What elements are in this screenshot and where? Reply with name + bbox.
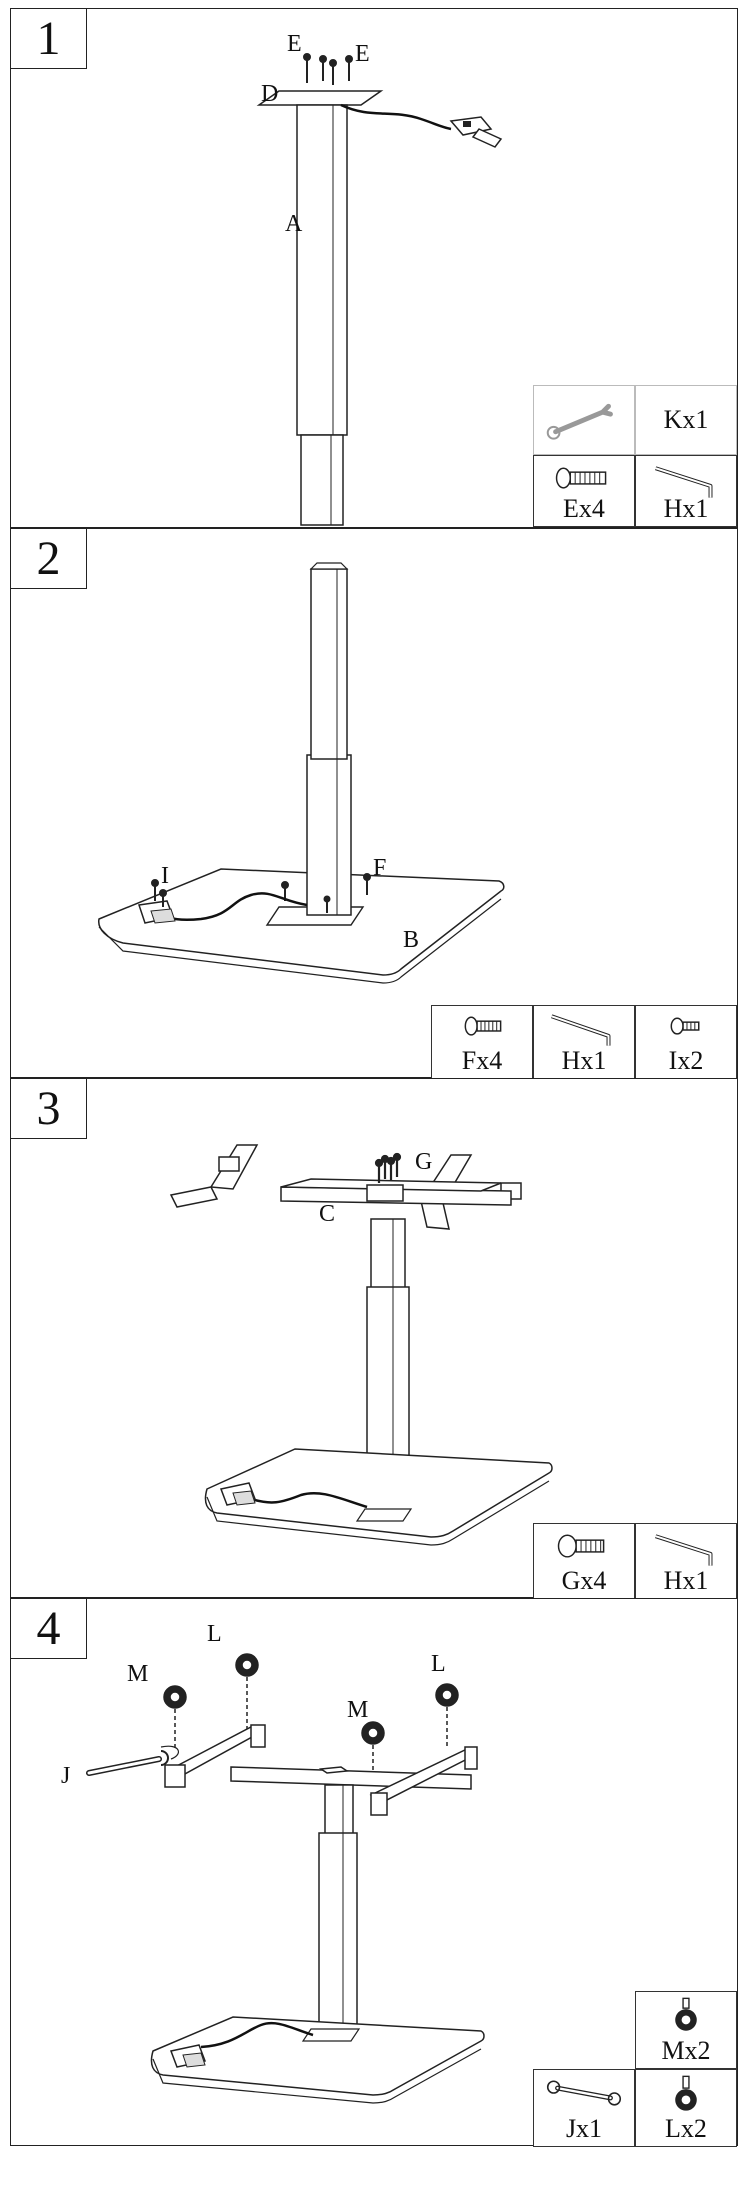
column-lower (300, 434, 344, 526)
parts-list: Fx4 Hx1 Ix2 (431, 1005, 737, 1079)
caster-wheel-icon (163, 1653, 459, 1775)
part-label: Hx1 (561, 1046, 607, 1075)
wrench-icon (546, 403, 613, 440)
label-b: B (403, 927, 419, 953)
label-j: J (61, 1763, 70, 1789)
label-m-right: M (347, 1697, 368, 1723)
part-cell: Hx1 (533, 1005, 635, 1079)
label-g: G (415, 1149, 432, 1175)
caster-wheel-icon (675, 1997, 697, 2031)
step-1-illustration: E E D A (256, 31, 503, 526)
mounting-plate (256, 90, 384, 106)
label-l-left: L (207, 1621, 222, 1647)
step-4-panel: 4 (10, 1598, 738, 2147)
column-lower (306, 754, 352, 916)
part-label: Mx2 (661, 2036, 711, 2065)
part-cell: Ex4 (533, 455, 635, 527)
crossbar (164, 1724, 478, 1816)
cable (340, 103, 452, 131)
part-label: Ex4 (563, 494, 605, 523)
part-cell: Fx4 (431, 1005, 533, 1079)
label-l-right: L (431, 1651, 446, 1677)
label-e-right: E (355, 41, 370, 67)
part-cell (533, 385, 635, 455)
column-upper (310, 568, 348, 760)
screws (281, 873, 371, 913)
part-cell: Kx1 (635, 385, 737, 455)
part-label: Hx1 (663, 1566, 709, 1595)
label-f: F (373, 855, 386, 881)
column-upper (296, 104, 348, 436)
caster-wheel-icon (675, 2075, 697, 2111)
parts-spacer (533, 1991, 635, 2069)
label-c: C (319, 1201, 335, 1227)
cable (160, 892, 308, 922)
cable (250, 1491, 368, 1509)
wrench-icon (546, 2080, 622, 2106)
part-label: Fx4 (461, 1046, 503, 1075)
step-2-panel: 2 I F B (10, 528, 738, 1079)
allen-key-icon (655, 466, 713, 498)
screws (303, 53, 353, 85)
cable (200, 2021, 314, 2049)
label-m-left: M (127, 1661, 148, 1687)
part-label: Gx4 (561, 1566, 607, 1595)
step-3-illustration: G C (169, 1144, 553, 1546)
step-number: 3 (11, 1079, 87, 1139)
step-2-illustration: I F B (98, 562, 505, 984)
step-number: 1 (11, 9, 87, 69)
part-cell: Mx2 (635, 1991, 737, 2069)
parts-list: Kx1 Ex4 Hx1 (533, 385, 737, 527)
screw-icon (555, 467, 607, 489)
controller-icon (449, 116, 503, 148)
screws (374, 1152, 402, 1183)
step-3-panel: 3 (10, 1078, 738, 1599)
part-label: Jx1 (565, 2114, 603, 2143)
part-label: Ix2 (668, 1046, 704, 1075)
screw-icon (670, 1017, 700, 1035)
part-cell: Hx1 (635, 455, 737, 527)
label-d: D (261, 81, 278, 107)
column (318, 1832, 358, 2034)
controller-icon (219, 1482, 257, 1506)
step-1-panel: 1 E E D A (10, 8, 738, 528)
screw-icon (464, 1016, 502, 1036)
label-a: A (285, 211, 303, 237)
crossbar (169, 1144, 522, 1230)
step-number: 2 (11, 529, 87, 589)
base-plate (204, 1448, 553, 1538)
part-cell: Lx2 (635, 2069, 737, 2147)
controller-icon (138, 900, 176, 924)
parts-list: Mx2 Jx1 Lx2 (533, 1991, 737, 2147)
part-cell: Ix2 (635, 1005, 737, 1079)
part-cell: Hx1 (635, 1523, 737, 1599)
allen-key-icon (655, 1534, 713, 1566)
allen-key-icon (551, 1014, 611, 1046)
part-cell: Gx4 (533, 1523, 635, 1599)
label-i: I (161, 863, 169, 889)
controller-icon (169, 2044, 207, 2068)
part-cell: Jx1 (533, 2069, 635, 2147)
part-label: Kx1 (663, 405, 709, 434)
screw-icon (557, 1534, 605, 1558)
wrench-icon (86, 1745, 179, 1776)
base-plate (150, 2016, 485, 2096)
part-label: Hx1 (663, 494, 709, 523)
parts-list: Gx4 Hx1 (533, 1523, 737, 1599)
step-number: 4 (11, 1599, 87, 1659)
step-4-illustration: L L M M J (61, 1621, 485, 2104)
part-label: Lx2 (665, 2114, 707, 2143)
label-e-left: E (287, 31, 302, 57)
